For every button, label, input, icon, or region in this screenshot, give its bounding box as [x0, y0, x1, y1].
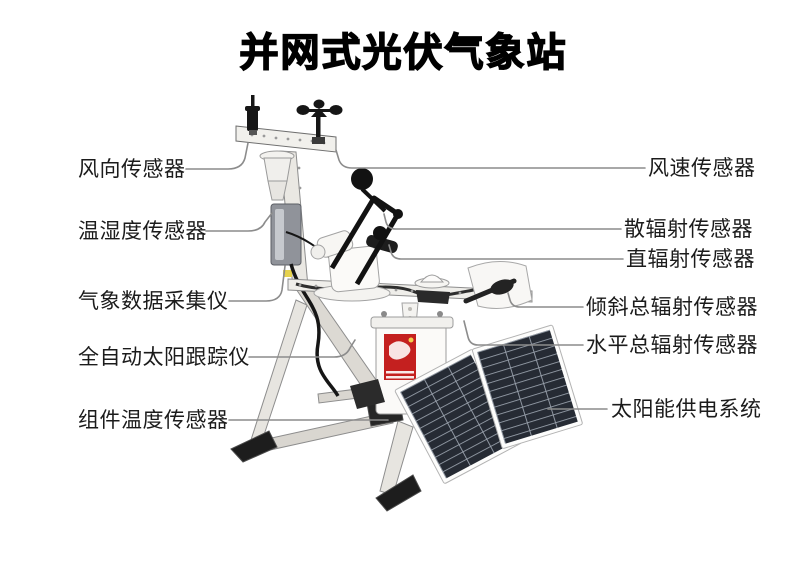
tilted-radiation-sensor-icon	[463, 261, 533, 309]
leader-diffuse	[383, 213, 622, 230]
horizontal-radiation-sensor-icon	[414, 274, 450, 304]
leader-lines	[185, 142, 646, 421]
leader-data-logger	[228, 265, 286, 302]
label-wind-direction-sensor: 风向传感器	[78, 157, 186, 181]
leader-sun-tracker	[248, 339, 356, 358]
label-diffuse-radiation-sensor: 散辐射传感器	[624, 217, 753, 241]
leader-temp-humidity	[205, 212, 273, 232]
label-wind-speed-sensor: 风速传感器	[648, 156, 756, 180]
leader-tilted	[507, 292, 584, 308]
wind-speed-sensor-icon	[296, 99, 343, 144]
leader-direct	[388, 244, 624, 260]
label-data-logger: 气象数据采集仪	[78, 289, 229, 313]
label-sun-tracker: 全自动太阳跟踪仪	[78, 345, 250, 369]
label-module-temp-sensor: 组件温度传感器	[78, 408, 229, 432]
leader-wind-speed	[335, 149, 646, 169]
page-title: 并网式光伏气象站	[239, 30, 568, 77]
label-horizontal-total-radiation-sensor: 水平总辐射传感器	[586, 333, 758, 357]
label-temp-humidity-sensor: 温湿度传感器	[78, 219, 207, 243]
leader-wind-direction	[185, 142, 249, 170]
label-tilted-total-radiation-sensor: 倾斜总辐射传感器	[586, 295, 758, 319]
shading-ball-icon	[329, 168, 403, 286]
label-direct-radiation-sensor: 直辐射传感器	[626, 247, 755, 271]
leader-horizontal	[463, 320, 584, 346]
battery-box-icon	[370, 302, 454, 415]
label-solar-power-system: 太阳能供电系统	[611, 397, 762, 421]
wind-direction-sensor-icon	[245, 95, 260, 135]
solar-panel-icon	[350, 324, 583, 484]
